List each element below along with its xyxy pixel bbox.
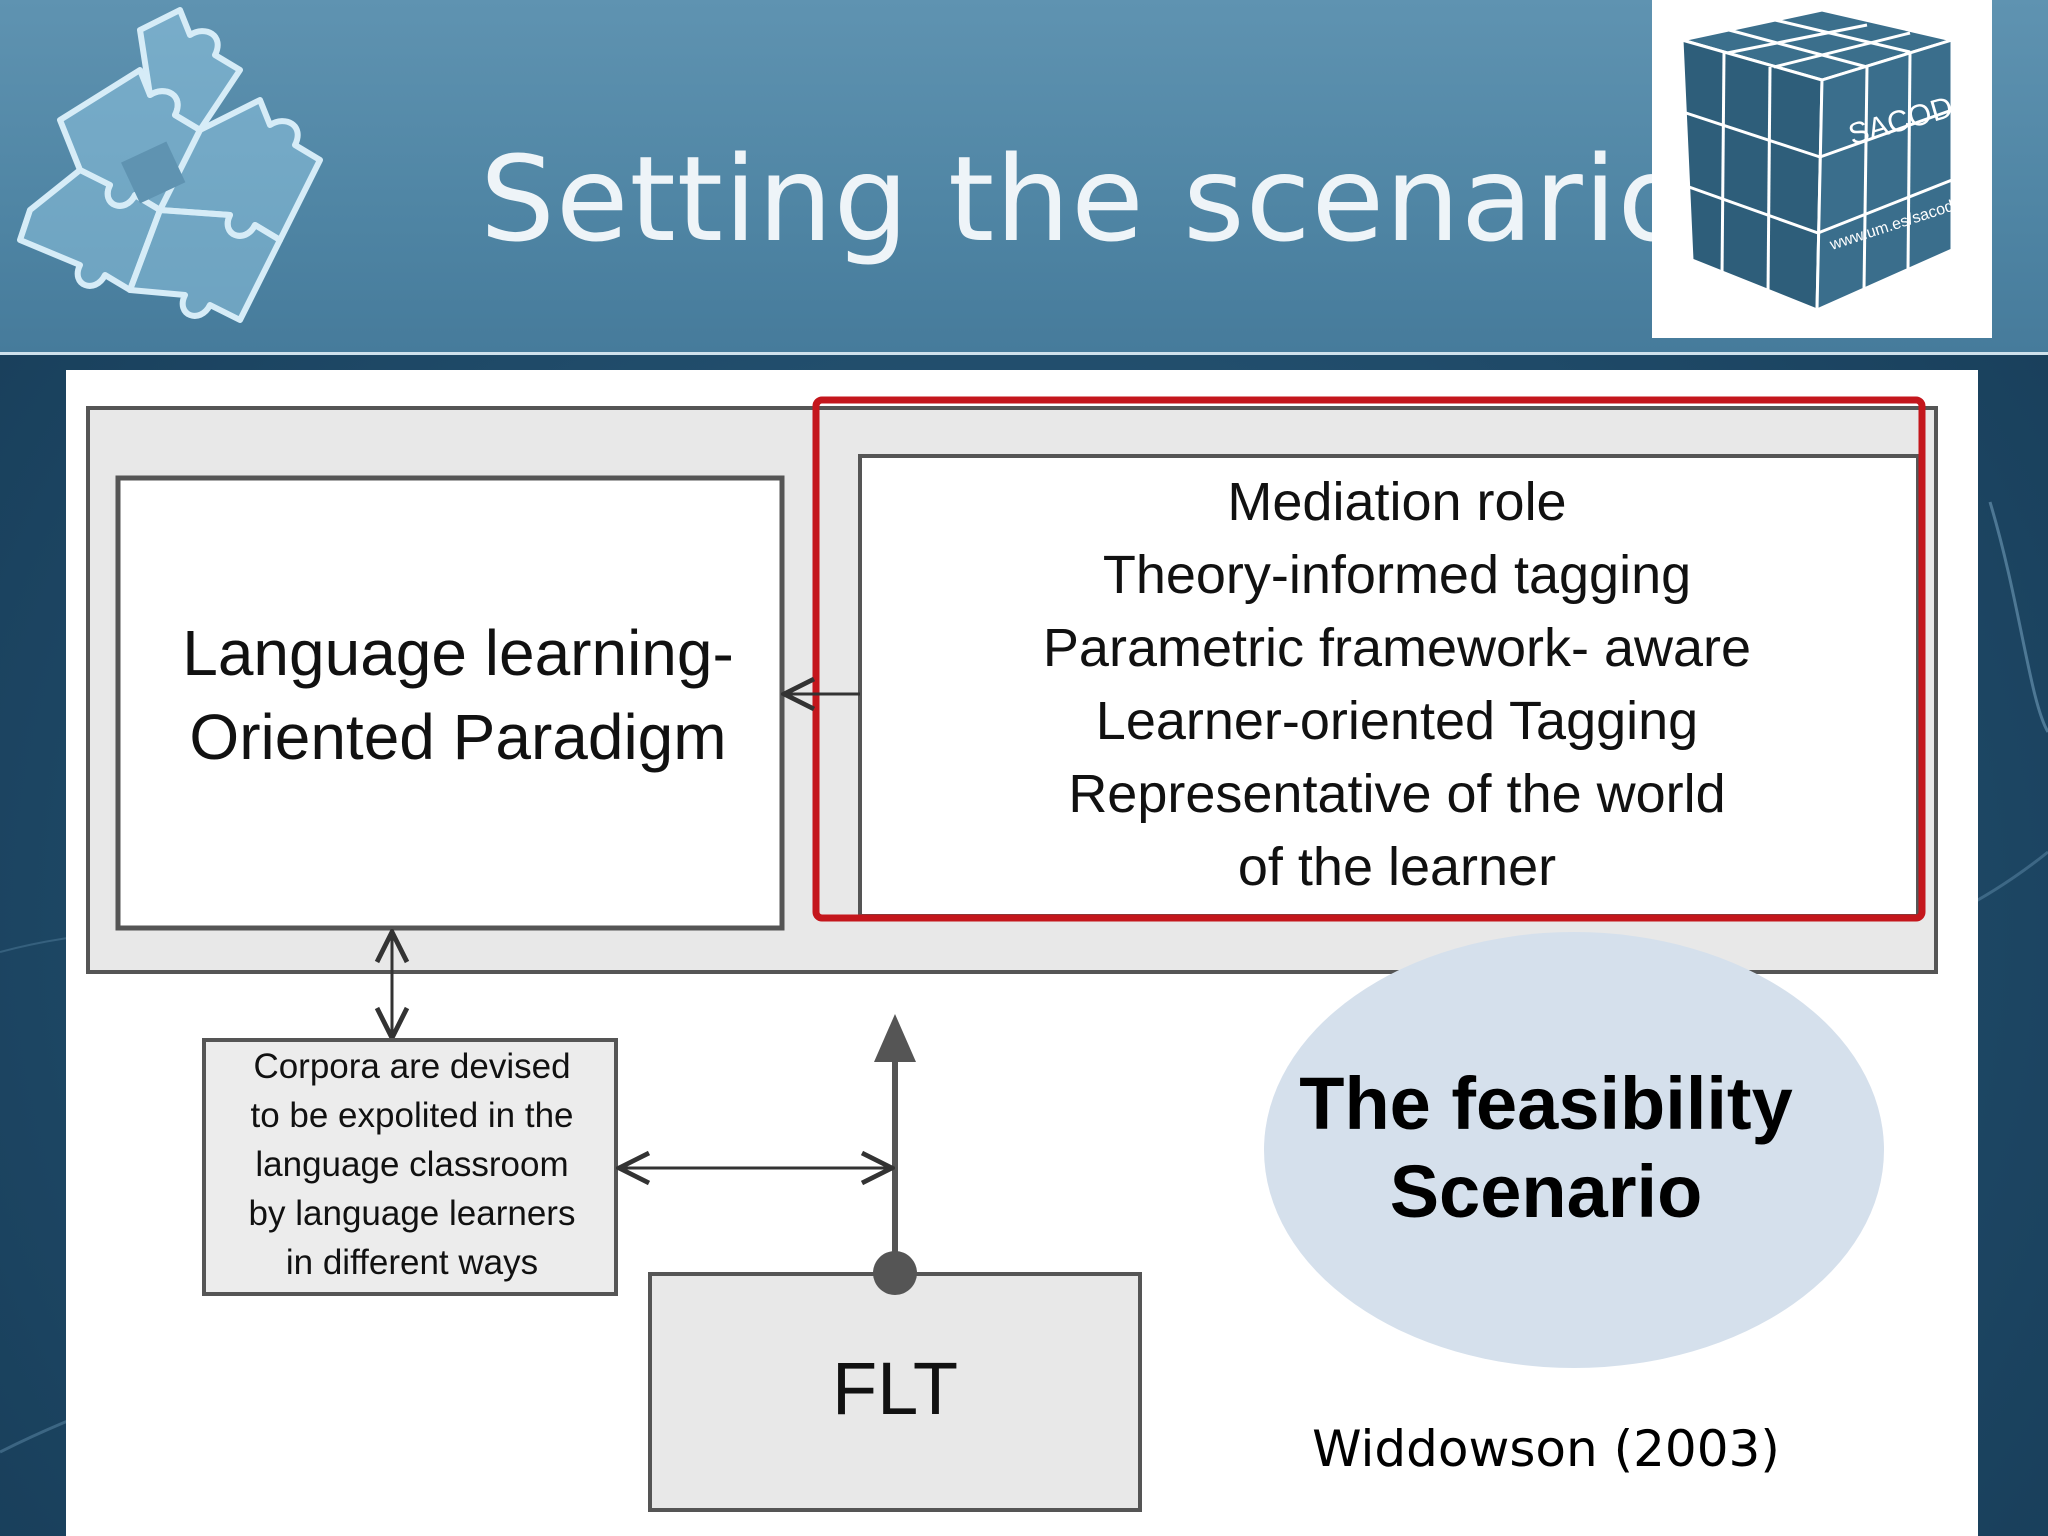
corpora-box bbox=[202, 1038, 618, 1296]
paradigm-line-1: Language learning- bbox=[182, 617, 734, 689]
mediation-line-1: Mediation role bbox=[1227, 472, 1567, 532]
corpora-label: Corpora are devised to be expolited in t… bbox=[206, 1042, 618, 1287]
feasibility-line-1: The feasibility bbox=[1299, 1062, 1793, 1145]
flt-label: FLT bbox=[831, 1346, 959, 1430]
mediation-line-4: Learner-oriented Tagging bbox=[1095, 691, 1699, 751]
mediation-line-3: Parametric framework- aware bbox=[1042, 618, 1752, 678]
feasibility-label: The feasibility Scenario bbox=[1266, 1060, 1826, 1236]
diagram-panel: Language learning- Oriented Paradigm Med… bbox=[66, 370, 1978, 1536]
mediation-line-2: Theory-informed tagging bbox=[1102, 545, 1692, 605]
paradigm-box bbox=[115, 475, 785, 931]
corpora-line-4: by language learners bbox=[248, 1194, 576, 1233]
paradigm-label: Language learning- Oriented Paradigm bbox=[118, 470, 798, 920]
logo-cube-icon: SACODEYL www.um.es/sacodeyl bbox=[1680, 8, 2011, 313]
mediation-line-6: of the learner bbox=[1237, 837, 1557, 897]
paradigm-line-2: Oriented Paradigm bbox=[189, 701, 727, 773]
flt-box bbox=[648, 1272, 1142, 1512]
highlight-frame bbox=[812, 396, 1926, 922]
slide-title: Setting the scenario bbox=[480, 130, 1691, 268]
puzzle-icon bbox=[17, 7, 323, 323]
feasibility-line-2: Scenario bbox=[1389, 1150, 1703, 1233]
mediation-line-5: Representative of the world bbox=[1068, 764, 1726, 824]
corpora-line-1: Corpora are devised bbox=[253, 1047, 571, 1086]
corpora-line-5: in different ways bbox=[285, 1243, 539, 1282]
sacodeyl-logo: SACODEYL www.um.es/sacodeyl bbox=[1652, 0, 2011, 338]
mediation-label: Mediation role Theory-informed tagging P… bbox=[860, 466, 1934, 904]
feasibility-ellipse bbox=[1264, 932, 1884, 1368]
flt-connector-dot bbox=[873, 1251, 917, 1295]
corpora-line-2: to be expolited in the bbox=[250, 1096, 574, 1135]
corpora-line-3: language classroom bbox=[255, 1145, 569, 1184]
flt-arrow-head bbox=[874, 1014, 916, 1062]
citation: Widdowson (2003) bbox=[1312, 1420, 1780, 1478]
diagram-shapes bbox=[86, 396, 1938, 1512]
